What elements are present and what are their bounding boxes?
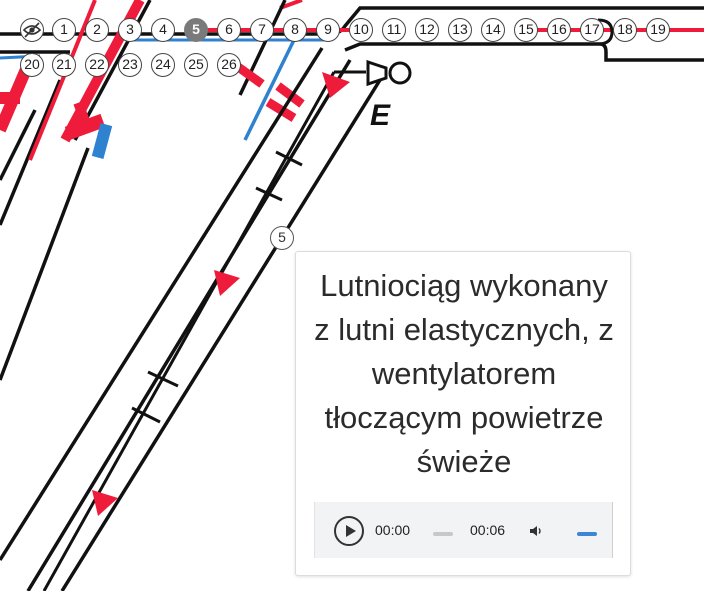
marker-1[interactable]: 1 bbox=[52, 18, 76, 42]
marker-16[interactable]: 16 bbox=[547, 18, 571, 42]
marker-12[interactable]: 12 bbox=[415, 18, 439, 42]
marker-20[interactable]: 20 bbox=[20, 53, 44, 77]
marker-4[interactable]: 4 bbox=[151, 18, 175, 42]
marker-10[interactable]: 10 bbox=[349, 18, 373, 42]
popup-description: Lutniociąg wykonany z lutni elastycznych… bbox=[306, 264, 622, 484]
marker-14[interactable]: 14 bbox=[481, 18, 505, 42]
popup-line-1: Lutniociąg wykonany bbox=[320, 268, 608, 303]
marker-5-active[interactable]: 5 bbox=[184, 18, 208, 42]
marker-15[interactable]: 15 bbox=[514, 18, 538, 42]
progress-bar[interactable] bbox=[433, 532, 453, 536]
marker-7[interactable]: 7 bbox=[250, 18, 274, 42]
play-icon bbox=[346, 525, 356, 537]
duration: 00:06 bbox=[470, 522, 506, 538]
marker-13[interactable]: 13 bbox=[448, 18, 472, 42]
marker-22[interactable]: 22 bbox=[85, 53, 109, 77]
fan-label-e: E bbox=[370, 99, 391, 132]
marker-3[interactable]: 3 bbox=[118, 18, 142, 42]
marker-19[interactable]: 19 bbox=[646, 18, 670, 42]
marker-6[interactable]: 6 bbox=[217, 18, 241, 42]
marker-21[interactable]: 21 bbox=[52, 53, 76, 77]
popup-line-2: z lutni elastycznych, z bbox=[314, 312, 614, 347]
duct-cross-marks bbox=[131, 150, 303, 424]
marker-navigation: 1 2 3 4 5 6 7 8 9 10 11 12 13 14 15 16 1… bbox=[0, 0, 704, 80]
marker-25[interactable]: 25 bbox=[184, 53, 208, 77]
audio-player: 00:00 00:06 bbox=[314, 502, 613, 558]
fan-icon bbox=[366, 59, 412, 87]
volume-slider[interactable] bbox=[577, 532, 597, 536]
blue-duct-upper bbox=[243, 39, 296, 141]
popup-line-3: wentylatorem bbox=[371, 356, 557, 391]
right-side-hook bbox=[597, 18, 614, 46]
marker-9[interactable]: 9 bbox=[316, 18, 340, 42]
current-time: 00:00 bbox=[375, 522, 411, 538]
marker-17[interactable]: 17 bbox=[580, 18, 604, 42]
play-button[interactable] bbox=[334, 516, 364, 546]
marker-8[interactable]: 8 bbox=[283, 18, 307, 42]
left-shaft-blue-block bbox=[91, 123, 113, 159]
info-popup: Lutniociąg wykonany z lutni elastycznych… bbox=[295, 251, 631, 576]
popup-line-4: tłoczącym powietrze bbox=[324, 400, 604, 435]
popup-line-5: świeże bbox=[416, 444, 512, 479]
marker-24[interactable]: 24 bbox=[151, 53, 175, 77]
marker-11[interactable]: 11 bbox=[382, 18, 406, 42]
volume-icon[interactable] bbox=[528, 523, 544, 539]
marker-23[interactable]: 23 bbox=[118, 53, 142, 77]
toggle-markers-eye-icon[interactable] bbox=[20, 18, 44, 42]
marker-18[interactable]: 18 bbox=[613, 18, 637, 42]
marker-26[interactable]: 26 bbox=[217, 53, 241, 77]
marker-2[interactable]: 2 bbox=[85, 18, 109, 42]
airflow-arrows bbox=[92, 72, 350, 516]
main-shaft bbox=[0, 47, 382, 591]
diagram-callout-marker[interactable]: 5 bbox=[270, 226, 294, 250]
left-shaft-barriers bbox=[0, 92, 106, 141]
